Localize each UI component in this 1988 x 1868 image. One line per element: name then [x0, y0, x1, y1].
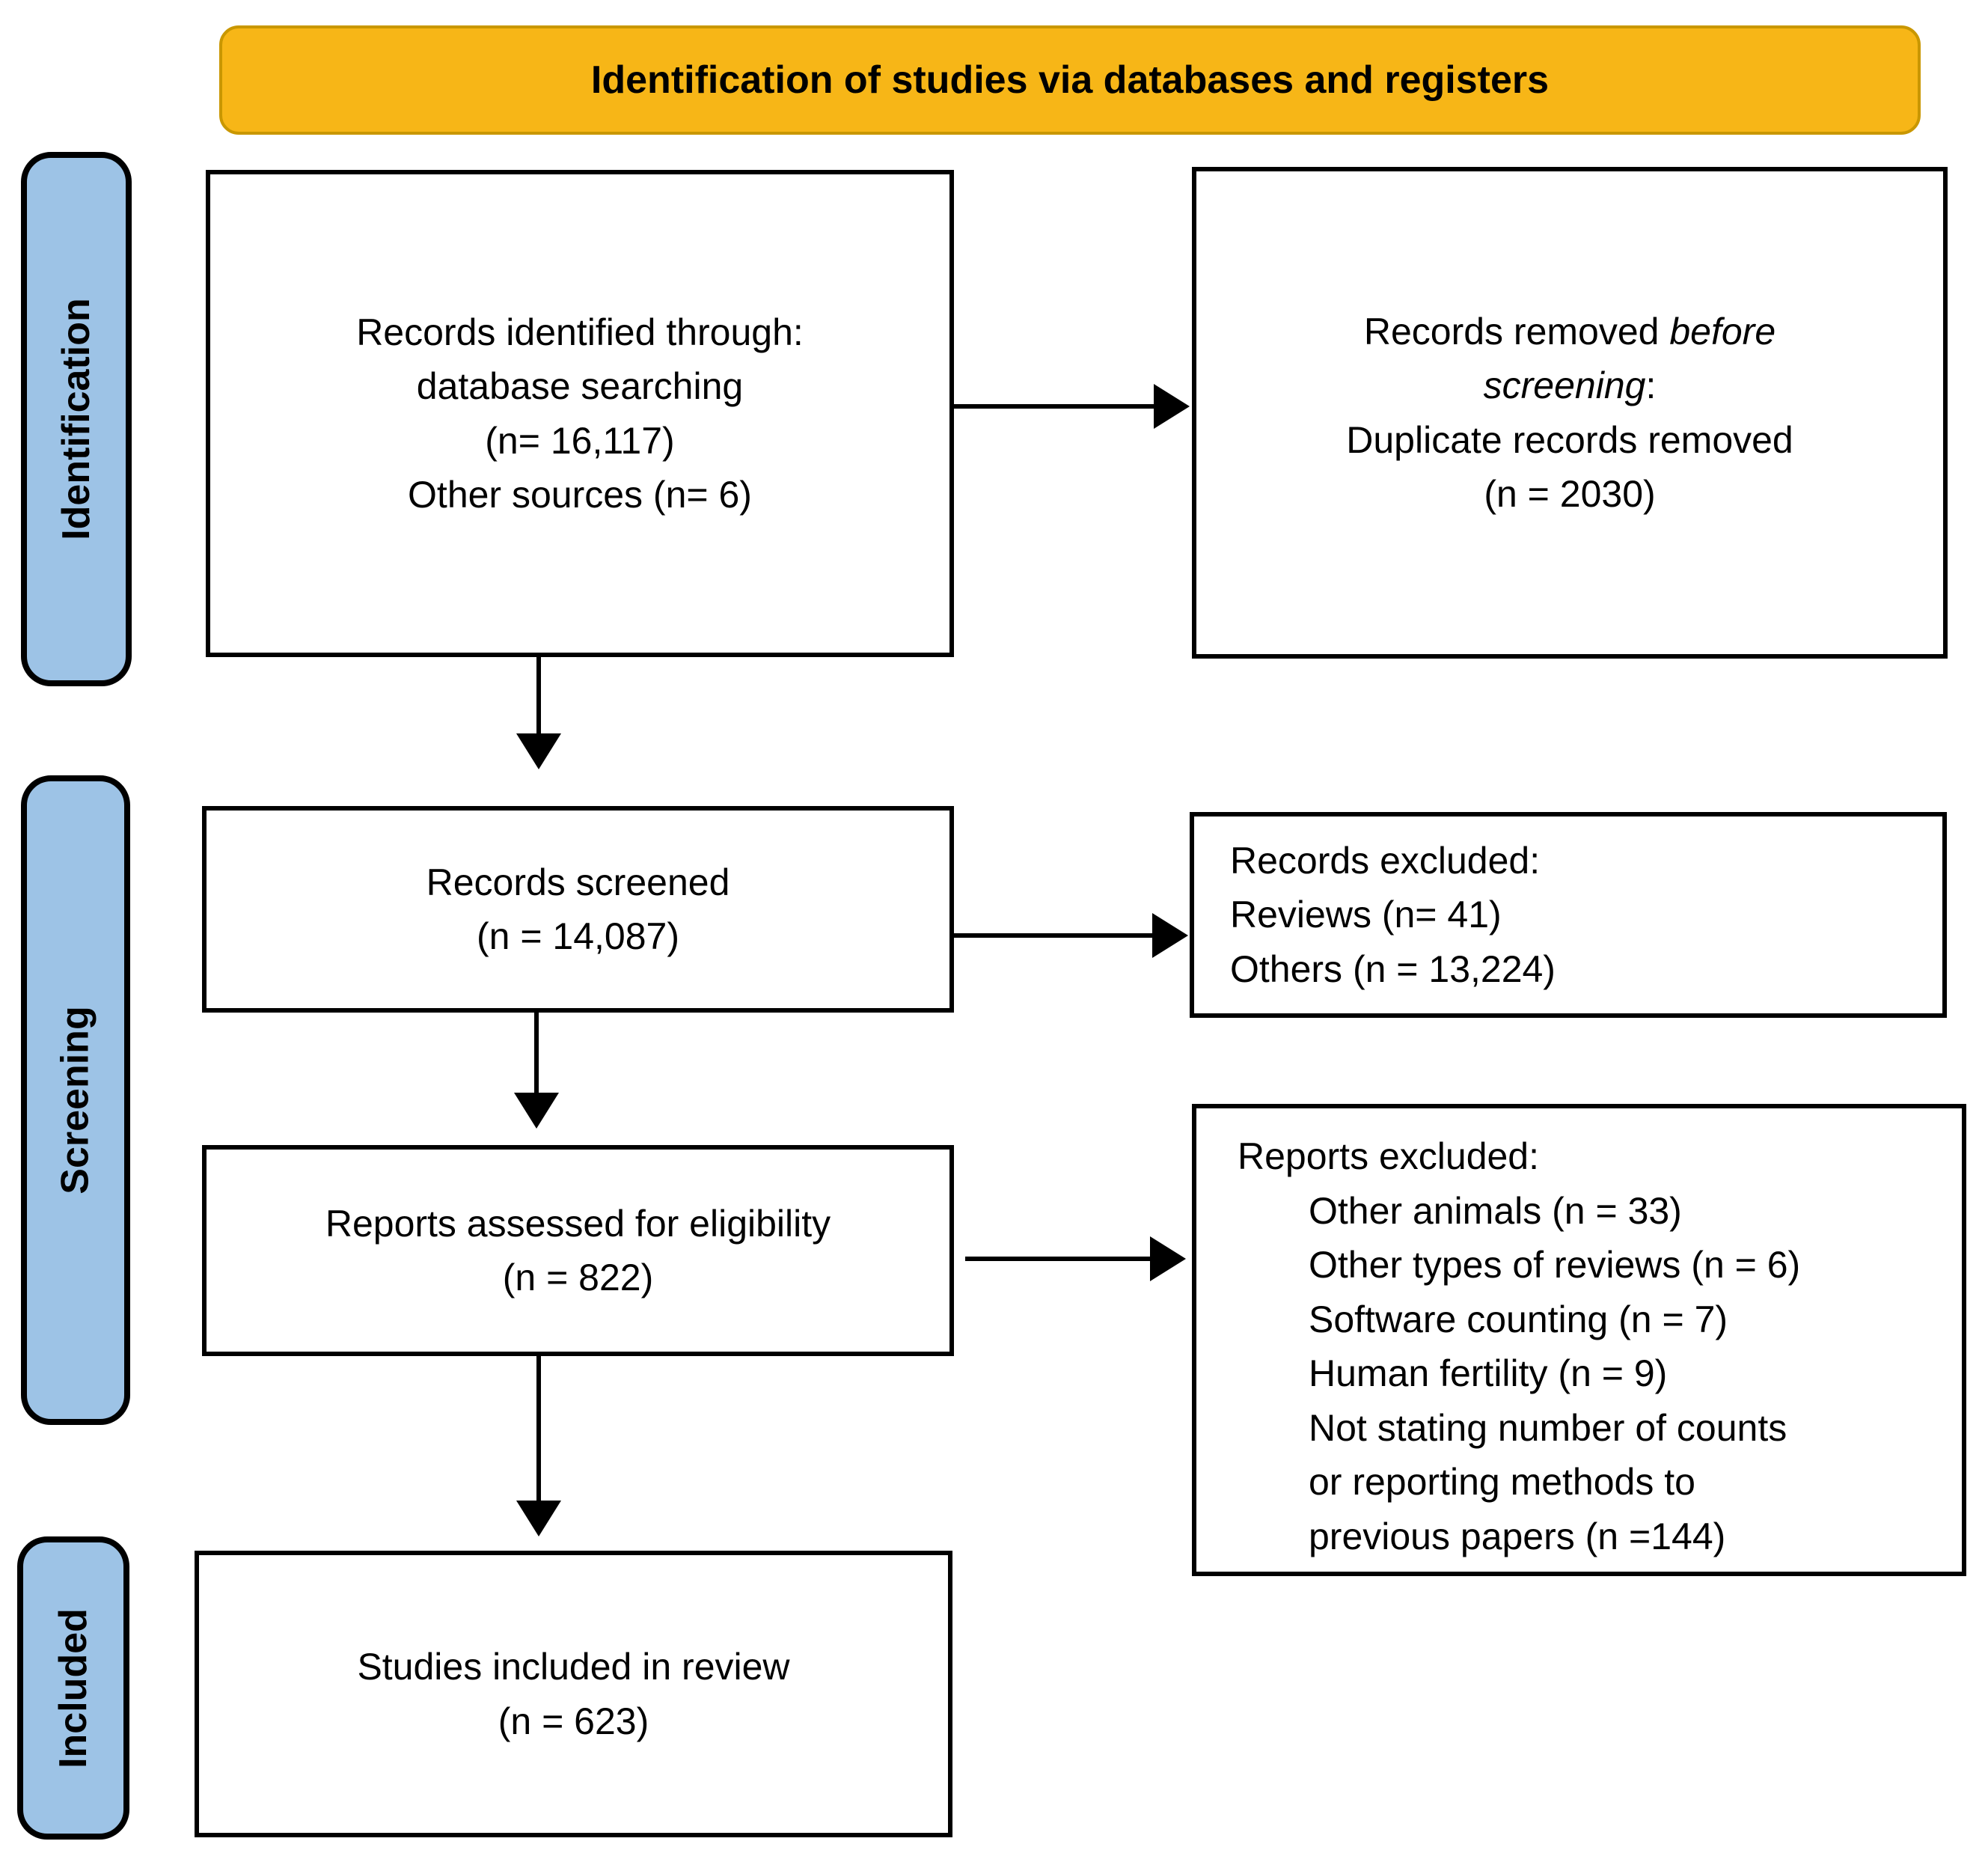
banner-identification-of-studies: Identification of studies via databases … — [219, 25, 1921, 135]
box-line: Human fertility (n = 9) — [1309, 1352, 1668, 1394]
box-line: (n = 822) — [502, 1257, 654, 1298]
box-line: Records excluded: — [1230, 839, 1541, 882]
arrow-assessed-to-included-head — [516, 1501, 561, 1536]
box-line: Reports assessed for eligibility — [325, 1202, 831, 1245]
box-line: Other types of reviews (n = 6) — [1309, 1244, 1801, 1286]
stage-included-label: Included — [52, 1608, 96, 1768]
arrow-screened-to-excluded-line — [952, 933, 1155, 938]
box-line: or reporting methods to — [1309, 1461, 1695, 1503]
box-line: database searching — [416, 365, 744, 407]
stage-screening-label: Screening — [54, 1006, 98, 1194]
arrow-screened-to-assessed-line — [534, 1013, 539, 1095]
box-line: Not stating number of counts — [1309, 1406, 1787, 1449]
box-line: Duplicate records removed — [1346, 418, 1793, 461]
arrow-identified-to-removed-head — [1154, 384, 1190, 429]
arrow-assessed-to-reports-excluded-line — [965, 1257, 1152, 1261]
arrow-assessed-to-included-line — [536, 1356, 541, 1503]
arrow-identified-to-screened-line — [536, 657, 541, 735]
arrow-assessed-to-reports-excluded-head — [1150, 1236, 1186, 1281]
box-line: Reports excluded: — [1238, 1135, 1540, 1177]
box-line: Records screened — [426, 861, 730, 903]
arrow-identified-to-screened-head — [516, 733, 561, 769]
box-records-identified: Records identified through: database sea… — [206, 170, 954, 657]
box-line: Software counting (n = 7) — [1309, 1298, 1728, 1340]
arrow-screened-to-excluded-head — [1152, 913, 1188, 958]
arrow-identified-to-removed-line — [954, 404, 1156, 409]
box-records-removed-before-screening: Records removed before screening: Duplic… — [1192, 167, 1948, 659]
box-records-screened: Records screened (n = 14,087) — [202, 806, 954, 1013]
box-studies-included: Studies included in review (n = 623) — [195, 1551, 952, 1837]
box-reports-assessed: Reports assessed for eligibility (n = 82… — [202, 1145, 954, 1356]
stage-included: Included — [17, 1536, 129, 1840]
box-line: screening: — [1483, 364, 1657, 406]
box-line: Records identified through: — [356, 311, 804, 353]
box-reports-excluded: Reports excluded: Other animals (n = 33)… — [1192, 1104, 1966, 1576]
box-line: (n = 2030) — [1484, 473, 1656, 515]
box-line: (n = 623) — [498, 1700, 649, 1742]
box-line: previous papers (n =144) — [1309, 1515, 1726, 1557]
arrow-screened-to-assessed-head — [514, 1093, 559, 1129]
stage-identification-label: Identification — [55, 298, 98, 540]
box-line: (n= 16,117) — [485, 419, 675, 462]
box-line: Reviews (n= 41) — [1230, 894, 1502, 936]
stage-identification: Identification — [21, 152, 132, 686]
box-line: Others (n = 13,224) — [1230, 947, 1556, 990]
box-line: Records removed before — [1363, 310, 1776, 352]
stage-screening: Screening — [21, 775, 130, 1425]
box-records-excluded: Records excluded: Reviews (n= 41) Others… — [1190, 812, 1947, 1018]
banner-label: Identification of studies via databases … — [590, 58, 1550, 102]
box-line: (n = 14,087) — [476, 915, 680, 957]
box-line: Other animals (n = 33) — [1309, 1189, 1682, 1232]
box-line: Studies included in review — [357, 1646, 790, 1688]
box-line: Other sources (n= 6) — [408, 474, 752, 516]
